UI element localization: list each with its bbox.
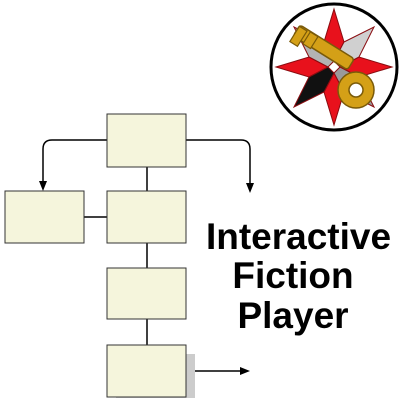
key-icon bbox=[289, 25, 375, 109]
flowchart-boxes bbox=[4, 113, 187, 398]
flow-box-bottom bbox=[106, 344, 187, 398]
star-key-emblem-icon bbox=[269, 2, 399, 132]
flow-box-left bbox=[4, 190, 85, 244]
connector-top-left bbox=[39, 139, 107, 191]
flow-box-middle-1 bbox=[106, 190, 187, 244]
flow-box-top bbox=[106, 113, 187, 168]
title-line-3: Player bbox=[237, 295, 349, 336]
title-line-1: Interactive bbox=[205, 216, 392, 257]
flow-box-middle-2 bbox=[106, 267, 187, 320]
flowchart-connectors bbox=[39, 139, 254, 375]
title-line-2: Fiction bbox=[232, 255, 354, 296]
connector-top-right bbox=[186, 139, 254, 193]
